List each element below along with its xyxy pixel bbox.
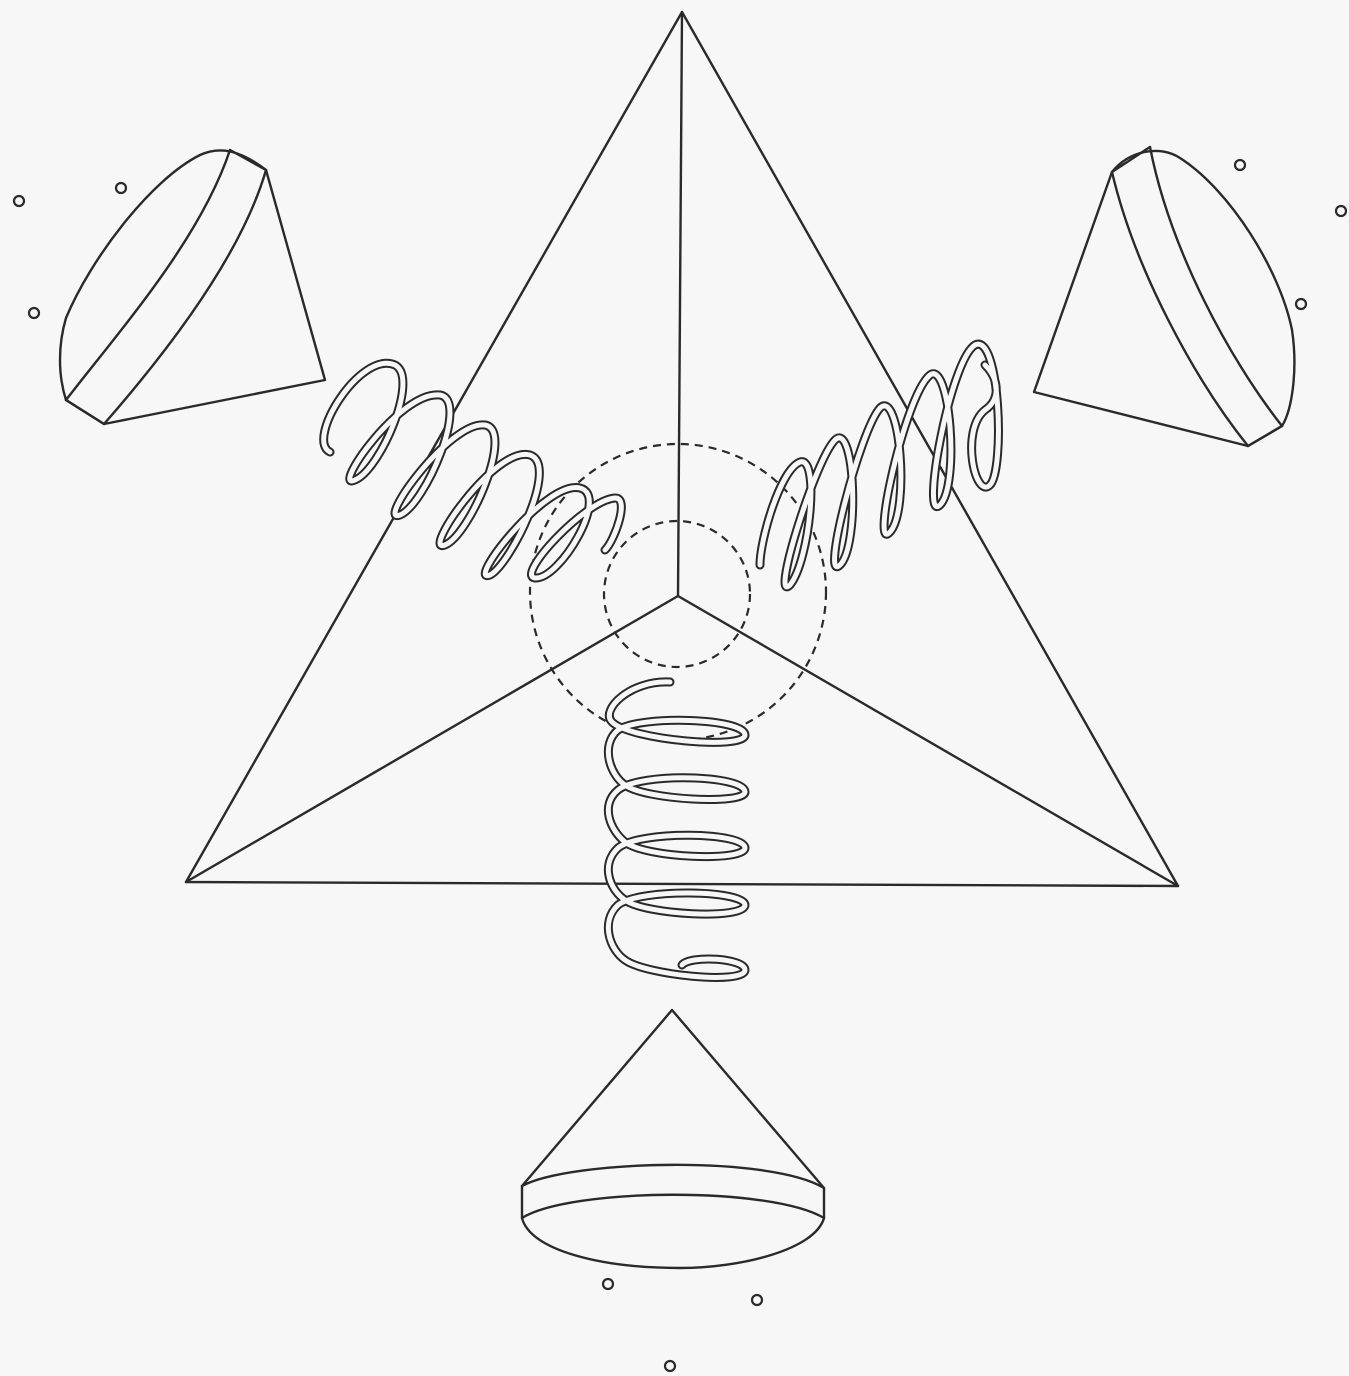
small-circle [1296, 299, 1306, 309]
small-circle [603, 1279, 613, 1289]
cone-upper-left-body [60, 150, 325, 424]
cone-upper-left [60, 150, 325, 424]
small-circle [29, 308, 39, 318]
small-circle [1336, 206, 1346, 216]
cone-upper-right [1034, 147, 1294, 446]
spring-upper-right [760, 344, 998, 587]
cone-bottom [522, 1010, 824, 1268]
tetrahedron-edge-left [186, 596, 678, 882]
tetrahedron [186, 12, 1178, 886]
spring-bottom [608, 682, 745, 978]
tetrahedron-edge-top [678, 12, 682, 596]
coil-wire-bottom-highlight [608, 682, 745, 978]
small-circle [1235, 160, 1245, 170]
spring-upper-left [324, 363, 622, 578]
coil-wire-upper-right-highlight [760, 344, 998, 587]
cone-upper-right-body [1034, 151, 1294, 446]
small-circle [665, 1361, 675, 1371]
small-circle [14, 196, 24, 206]
small-circle [752, 1295, 762, 1305]
cone-bottom-body [522, 1010, 824, 1268]
tetrahedron-edge-right [678, 596, 1178, 886]
small-circle [116, 183, 126, 193]
